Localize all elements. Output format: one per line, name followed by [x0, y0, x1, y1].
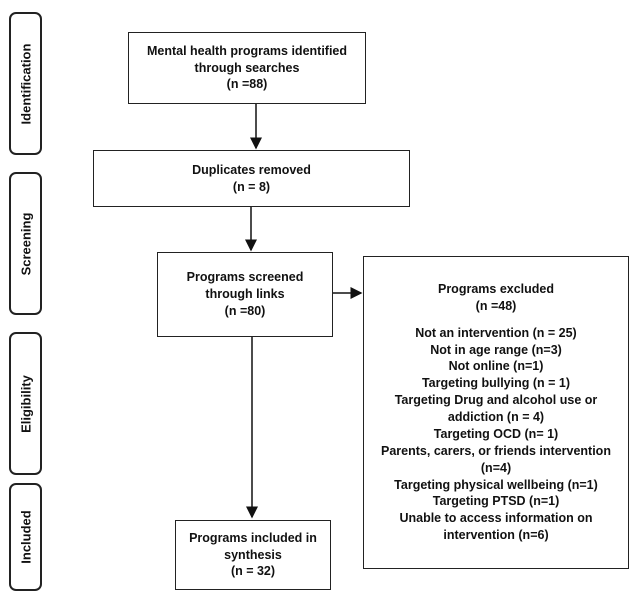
box-count: (n =88)	[226, 77, 268, 92]
exclusion-reason: Parents, carers, or friends intervention	[381, 443, 611, 458]
box-text: Programs excluded	[437, 281, 554, 296]
phase-eligibility: Eligibility	[9, 332, 42, 475]
box-duplicates: Duplicates removed (n = 8)	[93, 150, 410, 207]
box-count: (n = 32)	[230, 564, 276, 579]
box-count: (n =80)	[224, 303, 266, 318]
box-excluded: Programs excluded (n =48) Not an interve…	[363, 256, 629, 569]
exclusion-reason: (n=4)	[480, 460, 512, 475]
box-text: Programs screened	[186, 270, 304, 285]
box-count: (n =48)	[475, 298, 517, 313]
phase-included: Included	[9, 483, 42, 591]
exclusion-reason: Not in age range (n=3)	[430, 342, 562, 357]
box-included: Programs included in synthesis (n = 32)	[175, 520, 331, 590]
exclusion-reason: intervention (n=6)	[443, 528, 549, 543]
exclusion-reason: Not an intervention (n = 25)	[415, 325, 577, 340]
box-text: through links	[205, 287, 285, 302]
box-text: Mental health programs identified	[146, 43, 348, 58]
box-text: Programs included in	[189, 530, 317, 545]
phase-screening: Screening	[9, 172, 42, 315]
exclusion-reason: Targeting physical wellbeing (n=1)	[394, 477, 598, 492]
box-identified: Mental health programs identified throug…	[128, 32, 366, 104]
box-text: through searches	[194, 60, 300, 75]
box-count: (n = 8)	[232, 179, 271, 194]
box-text: Duplicates removed	[192, 162, 311, 177]
exclusion-reason: Targeting Drug and alcohol use or	[394, 393, 598, 408]
exclusion-reason: Not online (n=1)	[448, 359, 544, 374]
box-screened: Programs screened through links (n =80)	[157, 252, 333, 337]
exclusion-reason: addiction (n = 4)	[447, 410, 545, 425]
box-text: synthesis	[224, 547, 282, 562]
exclusion-reason: Targeting PTSD (n=1)	[432, 494, 560, 509]
exclusion-reason: Targeting bullying (n = 1)	[421, 376, 571, 391]
exclusion-reason: Targeting OCD (n= 1)	[433, 426, 559, 441]
phase-identification: Identification	[9, 12, 42, 155]
exclusion-reason: Unable to access information on	[399, 511, 593, 526]
